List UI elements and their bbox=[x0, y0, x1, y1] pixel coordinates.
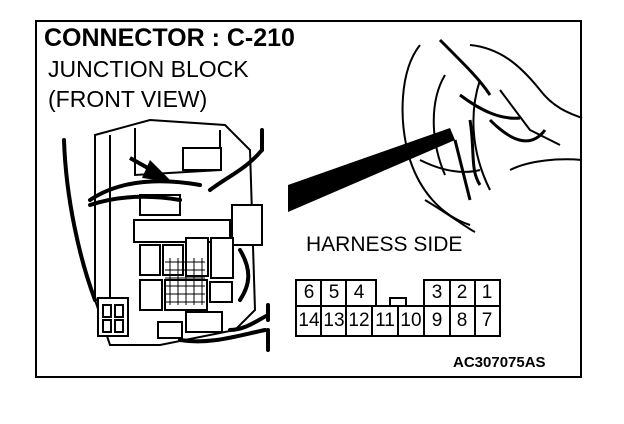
fuse-grid bbox=[165, 258, 205, 305]
dashboard-harness bbox=[438, 38, 547, 201]
connector-pin: 4 bbox=[353, 282, 365, 303]
connector-pin: 14 bbox=[298, 310, 320, 331]
connector-pin: 10 bbox=[400, 310, 422, 331]
connector-pin: 2 bbox=[456, 282, 468, 303]
pointer-arrow bbox=[129, 156, 172, 182]
junction-block-drawing bbox=[94, 118, 263, 346]
leader-wedge bbox=[288, 128, 455, 212]
connector-pin: 5 bbox=[328, 282, 340, 303]
connector-pin: 13 bbox=[323, 310, 345, 331]
connector-pin: 11 bbox=[375, 310, 395, 331]
connector-pin: 12 bbox=[348, 310, 370, 331]
junction-block-label: JUNCTION BLOCK bbox=[48, 56, 249, 82]
connector-pin: 1 bbox=[481, 282, 493, 303]
connector-pin: 6 bbox=[303, 282, 315, 303]
connector-face bbox=[295, 279, 501, 337]
wiring-harness bbox=[62, 128, 270, 352]
diagram-code: AC307075AS bbox=[453, 354, 546, 371]
harness-side-label: HARNESS SIDE bbox=[306, 233, 463, 256]
connector-pin: 7 bbox=[481, 310, 493, 331]
connector-title: CONNECTOR : C-210 bbox=[44, 24, 295, 52]
connector-pin: 9 bbox=[431, 310, 443, 331]
front-view-label: (FRONT VIEW) bbox=[48, 86, 208, 112]
connector-pin: 3 bbox=[431, 282, 443, 303]
connector-pin: 8 bbox=[456, 310, 468, 331]
diagram-frame bbox=[35, 20, 582, 378]
